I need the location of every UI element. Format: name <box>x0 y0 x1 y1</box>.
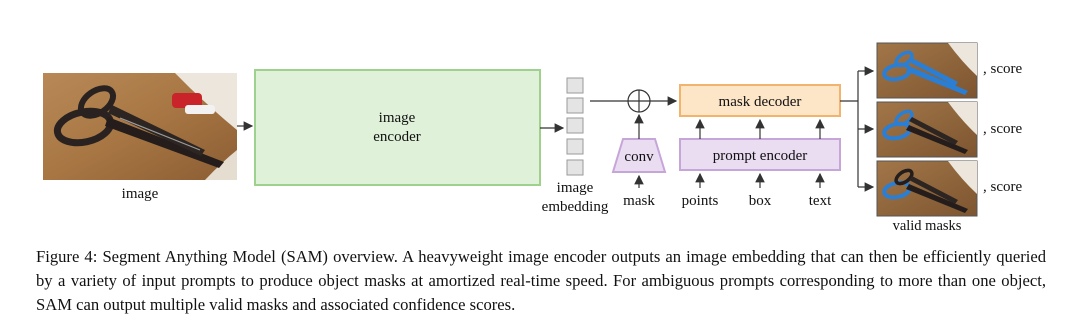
conv-label: conv <box>624 149 654 165</box>
prompt-input-text: text <box>809 193 832 209</box>
mask-decoder-label: mask decoder <box>719 94 802 110</box>
image-encoder-label-line1: image <box>379 110 416 126</box>
figure-caption: Figure 4: Segment Anything Model (SAM) o… <box>36 247 1046 314</box>
image-embedding-label-line1: image <box>557 180 594 196</box>
prompt-input-box: box <box>749 193 772 209</box>
score-label-1: , score <box>983 61 1022 77</box>
sum-node <box>627 89 651 113</box>
input-image <box>43 73 237 180</box>
output-mask-1 <box>876 42 978 99</box>
output-mask-3 <box>876 160 978 217</box>
image-embedding-label-line2: embedding <box>542 199 609 215</box>
prompt-input-points: points <box>682 193 719 209</box>
image-encoder-label-line2: encoder <box>373 129 420 145</box>
prompt-encoder-label: prompt encoder <box>713 148 808 164</box>
mask-input-label: mask <box>623 193 655 209</box>
score-label-3: , score <box>983 179 1022 195</box>
decoder-output-arrows <box>840 66 875 192</box>
output-mask-2 <box>876 101 978 158</box>
prompt-encoder-box <box>679 138 841 171</box>
image-embedding-stack <box>566 77 584 176</box>
score-label-2: , score <box>983 121 1022 137</box>
conv-block <box>611 138 667 173</box>
sam-diagram: image image encoder image embedding conv… <box>43 42 1022 234</box>
input-image-label: image <box>122 186 159 202</box>
image-encoder-box <box>254 69 541 186</box>
valid-masks-label: valid masks <box>893 218 962 234</box>
